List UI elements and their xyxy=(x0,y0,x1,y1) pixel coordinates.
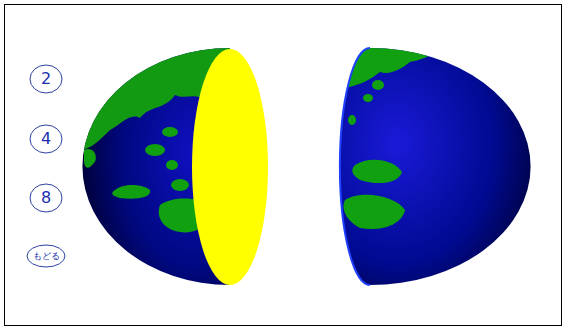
button-label: もどる xyxy=(33,252,60,261)
menu-button: 2 xyxy=(29,64,63,94)
cut-face xyxy=(192,49,268,285)
button-label: 4 xyxy=(41,131,51,147)
menu-button: 4 xyxy=(29,124,63,154)
right-hemisphere xyxy=(340,48,531,285)
menu-button: 8 xyxy=(29,183,63,213)
button-label: 8 xyxy=(41,190,51,206)
menu-button: もどる xyxy=(26,244,66,268)
continents xyxy=(343,40,440,229)
hemisphere-rim xyxy=(340,48,370,285)
button-label: 2 xyxy=(41,71,51,87)
